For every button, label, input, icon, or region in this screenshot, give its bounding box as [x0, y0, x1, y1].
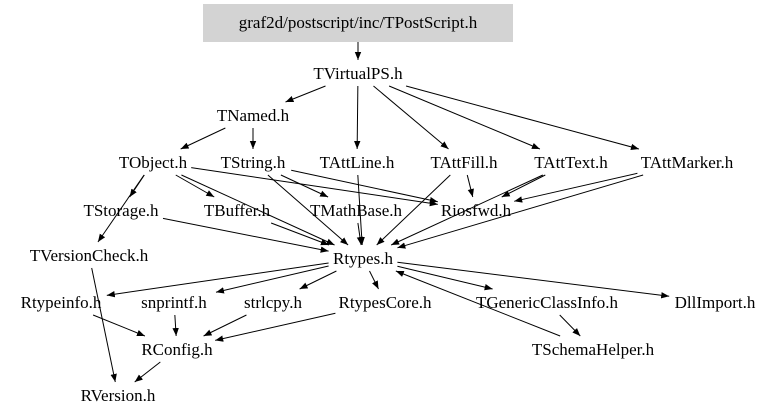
edge-tattfill-to-rtypes	[376, 174, 451, 246]
node-rversion[interactable]: RVersion.h	[81, 386, 156, 405]
edge-rtypescore-to-rconfig	[215, 312, 336, 342]
edge-tattline-to-rtypes	[357, 174, 365, 246]
edge-tvirtualps-to-tattfill	[373, 85, 449, 150]
node-rconfig[interactable]: RConfig.h	[141, 340, 213, 359]
edge-tschemahelper-to-rtypes	[395, 270, 561, 337]
node-tnamed[interactable]: TNamed.h	[217, 106, 290, 125]
edge-tvirtualps-to-tnamed	[285, 85, 326, 103]
node-tschemahelper[interactable]: TSchemaHelper.h	[532, 340, 655, 359]
edge-tattfill-to-riosfwd	[466, 174, 474, 198]
edge-rtypes-to-snprintf	[215, 265, 329, 294]
edge-tobject-to-rtypes	[181, 174, 335, 246]
node-tstring[interactable]: TString.h	[221, 153, 286, 172]
edge-tstorage-to-rtypes	[162, 217, 329, 253]
node-snprintf[interactable]: snprintf.h	[141, 293, 207, 312]
node-tvirtualps[interactable]: TVirtualPS.h	[313, 64, 403, 83]
edge-tatttext-to-riosfwd	[501, 174, 546, 198]
node-strlcpy[interactable]: strlcpy.h	[244, 293, 302, 312]
edge-tnamed-to-tobject	[180, 127, 226, 150]
edge-tattmarker-to-riosfwd	[514, 172, 638, 203]
root-node-label: graf2d/postscript/inc/TPostScript.h	[239, 13, 478, 32]
edge-tobject-to-riosfwd	[191, 167, 438, 207]
edge-tvirtualps-to-tattmarker	[405, 85, 640, 150]
edge-tversioncheck-to-rversion	[91, 267, 117, 383]
edge-tvirtualps-to-tattline	[354, 85, 361, 150]
node-tstorage[interactable]: TStorage.h	[83, 201, 159, 220]
root-node-box	[203, 4, 513, 42]
edge-rtypes-to-tgenericclassinfo	[397, 265, 493, 291]
node-rtypeinfo[interactable]: Rtypeinfo.h	[21, 293, 102, 312]
node-tgenericclassinfo[interactable]: TGenericClassInfo.h	[476, 293, 619, 312]
node-tattline[interactable]: TAttLine.h	[320, 153, 395, 172]
node-tobject[interactable]: TObject.h	[119, 153, 188, 172]
edge-tbuffer-to-rtypes	[270, 222, 330, 246]
node-rtypes[interactable]: Rtypes.h	[333, 249, 393, 268]
edge-tobject-to-tversioncheck	[97, 174, 145, 243]
node-dllimport[interactable]: DllImport.h	[675, 293, 756, 312]
edge-tstring-to-riosfwd	[291, 169, 438, 204]
node-tattmarker[interactable]: TAttMarker.h	[641, 153, 734, 172]
edge-tstring-to-rtypes	[267, 174, 349, 246]
edge-tstring-to-tmathbase	[280, 174, 329, 198]
edge-tobject-to-tbuffer	[175, 174, 215, 198]
edge-tgenericclassinfo-to-tschemahelper	[559, 314, 581, 337]
edge-snprintf-to-rconfig	[172, 314, 179, 337]
node-tatttext[interactable]: TAttText.h	[534, 153, 608, 172]
edge-tattmarker-to-rtypes	[397, 174, 644, 249]
node-tbuffer[interactable]: TBuffer.h	[204, 201, 271, 220]
node-tversioncheck[interactable]: TVersionCheck.h	[30, 246, 149, 265]
node-riosfwd[interactable]: Riosfwd.h	[441, 201, 512, 220]
edge-tatttext-to-rtypes	[390, 174, 544, 246]
node-tmathbase[interactable]: TMathBase.h	[310, 201, 403, 220]
edge-rtypes-to-dllimport	[397, 261, 670, 299]
edge-rtypes-to-strlcpy	[299, 270, 337, 290]
edge-rtypes-to-rtypescore	[369, 270, 379, 290]
node-rtypescore[interactable]: RtypesCore.h	[338, 293, 432, 312]
edge-tvirtualps-to-tatttext	[388, 85, 541, 150]
edge-tmathbase-to-rtypes	[356, 222, 364, 246]
edges	[91, 41, 670, 383]
node-tattfill[interactable]: TAttFill.h	[430, 153, 498, 172]
edge-rtypes-to-rtypeinfo	[106, 262, 329, 298]
edge-rconfig-to-rversion	[134, 361, 161, 383]
root-node[interactable]: graf2d/postscript/inc/TPostScript.h	[203, 4, 513, 42]
edge-rtypeinfo-to-rconfig	[92, 314, 146, 337]
edge-strlcpy-to-rconfig	[203, 314, 247, 337]
